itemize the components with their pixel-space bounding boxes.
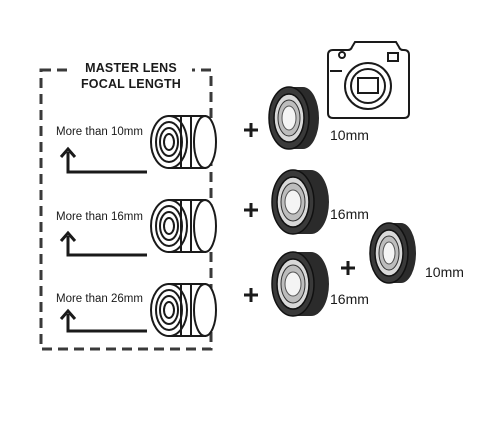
title-line-1: MASTER LENS [85, 61, 177, 75]
row-3-tube-2-label: 10mm [425, 264, 464, 280]
plus-icon [341, 261, 355, 275]
arrow-up-icon [59, 308, 147, 333]
extension-tube-icon [271, 169, 329, 235]
extension-tube-icon [271, 251, 329, 317]
row-3-tube-1-label: 16mm [330, 291, 369, 307]
master-lens-title: MASTER LENS FOCAL LENGTH [70, 60, 192, 92]
extension-tube-icon [369, 222, 416, 284]
lens-icon [150, 115, 217, 169]
plus-icon [244, 123, 258, 137]
arrow-up-icon [59, 146, 147, 174]
row-3-condition: More than 26mm [56, 293, 143, 305]
plus-icon [244, 203, 258, 217]
row-2-condition: More than 16mm [56, 211, 143, 223]
lens-icon [150, 283, 217, 337]
lens-icon [150, 199, 217, 253]
row-1-condition: More than 10mm [56, 126, 143, 138]
plus-icon [244, 288, 258, 302]
arrow-up-icon [59, 230, 147, 257]
camera-body-icon [327, 41, 410, 119]
title-line-2: FOCAL LENGTH [80, 77, 182, 91]
row-1-tube-label: 10mm [330, 127, 369, 143]
extension-tube-icon [268, 86, 319, 150]
row-2-tube-label: 16mm [330, 206, 369, 222]
